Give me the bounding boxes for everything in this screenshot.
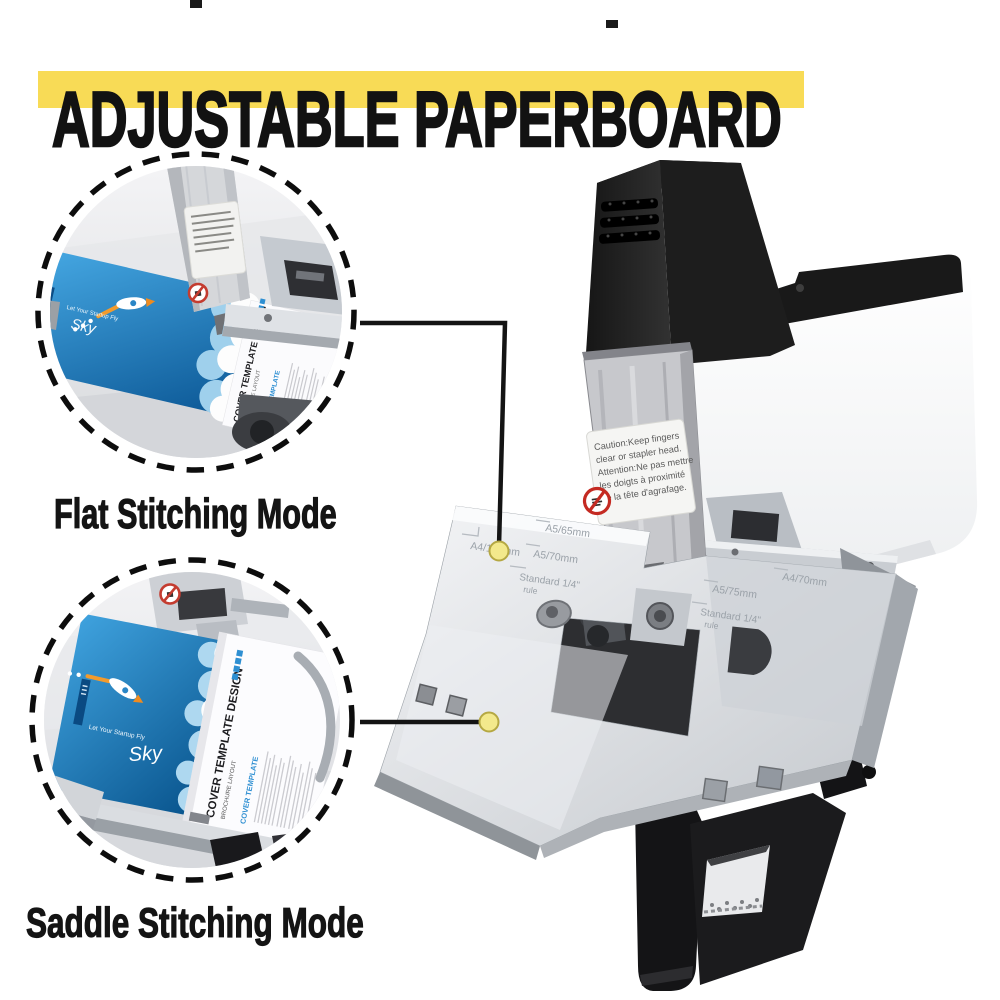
flat-mode-photo: Let Your Startup Fly Sky COVER TEMPLATE … bbox=[50, 166, 342, 458]
paperboard-platform: A4/110mm A5/65mm A5/70mm Standard 1/4" r… bbox=[374, 505, 918, 860]
no-fingers-icon bbox=[187, 282, 209, 304]
brochure-sky-text: Sky bbox=[69, 316, 99, 339]
saddle-brochure: Let Your Startup Fly Sky COVER TEMPLATE … bbox=[48, 613, 340, 850]
vent-slots bbox=[598, 198, 661, 244]
stapler-head bbox=[586, 160, 672, 365]
saddle-mode-photo: Let Your Startup Fly Sky COVER TEMPLATE … bbox=[44, 572, 340, 868]
no-fingers-icon bbox=[159, 583, 181, 605]
page-title: ADJUSTABLE PAPERBOARD bbox=[51, 74, 782, 165]
no-fingers-icon bbox=[582, 486, 612, 516]
callout-dot-saddle bbox=[478, 711, 500, 733]
saddle-mode-dashed-ring bbox=[29, 557, 355, 883]
top-plate bbox=[733, 254, 963, 331]
stand-base bbox=[635, 793, 846, 991]
marking-rule: rule bbox=[704, 619, 720, 631]
marking-brackets bbox=[461, 519, 789, 605]
crop-artifact-mark bbox=[606, 20, 618, 28]
title-highlight bbox=[38, 71, 804, 108]
saddle-stitching-label: Saddle Stitching Mode bbox=[26, 898, 365, 946]
brochure-sky-text: Sky bbox=[128, 742, 163, 766]
callout-dot-flat bbox=[488, 540, 510, 562]
callout-connectors bbox=[360, 320, 510, 733]
mini-anvil-chrome bbox=[222, 236, 342, 350]
rocket-illustration bbox=[73, 297, 156, 332]
crop-artifact-mark bbox=[190, 0, 202, 8]
connector-line-flat bbox=[360, 320, 508, 547]
clamp-blocks bbox=[415, 683, 785, 803]
flat-stitching-label: Flat Stitching Mode bbox=[54, 489, 338, 537]
rocket-illustration bbox=[67, 671, 144, 703]
staple-magazine: Caution:Keep fingers clear or stapler he… bbox=[582, 342, 707, 600]
hand-hole bbox=[727, 626, 772, 676]
handle-bar bbox=[293, 651, 336, 783]
mini-stapler-column bbox=[166, 166, 250, 335]
stapler-machine: Caution:Keep fingers clear or stapler he… bbox=[374, 160, 978, 991]
marking-rule: rule bbox=[523, 584, 539, 596]
flat-mode-dashed-ring bbox=[35, 151, 357, 473]
caution-label: Caution:Keep fingers clear or stapler he… bbox=[586, 418, 696, 526]
